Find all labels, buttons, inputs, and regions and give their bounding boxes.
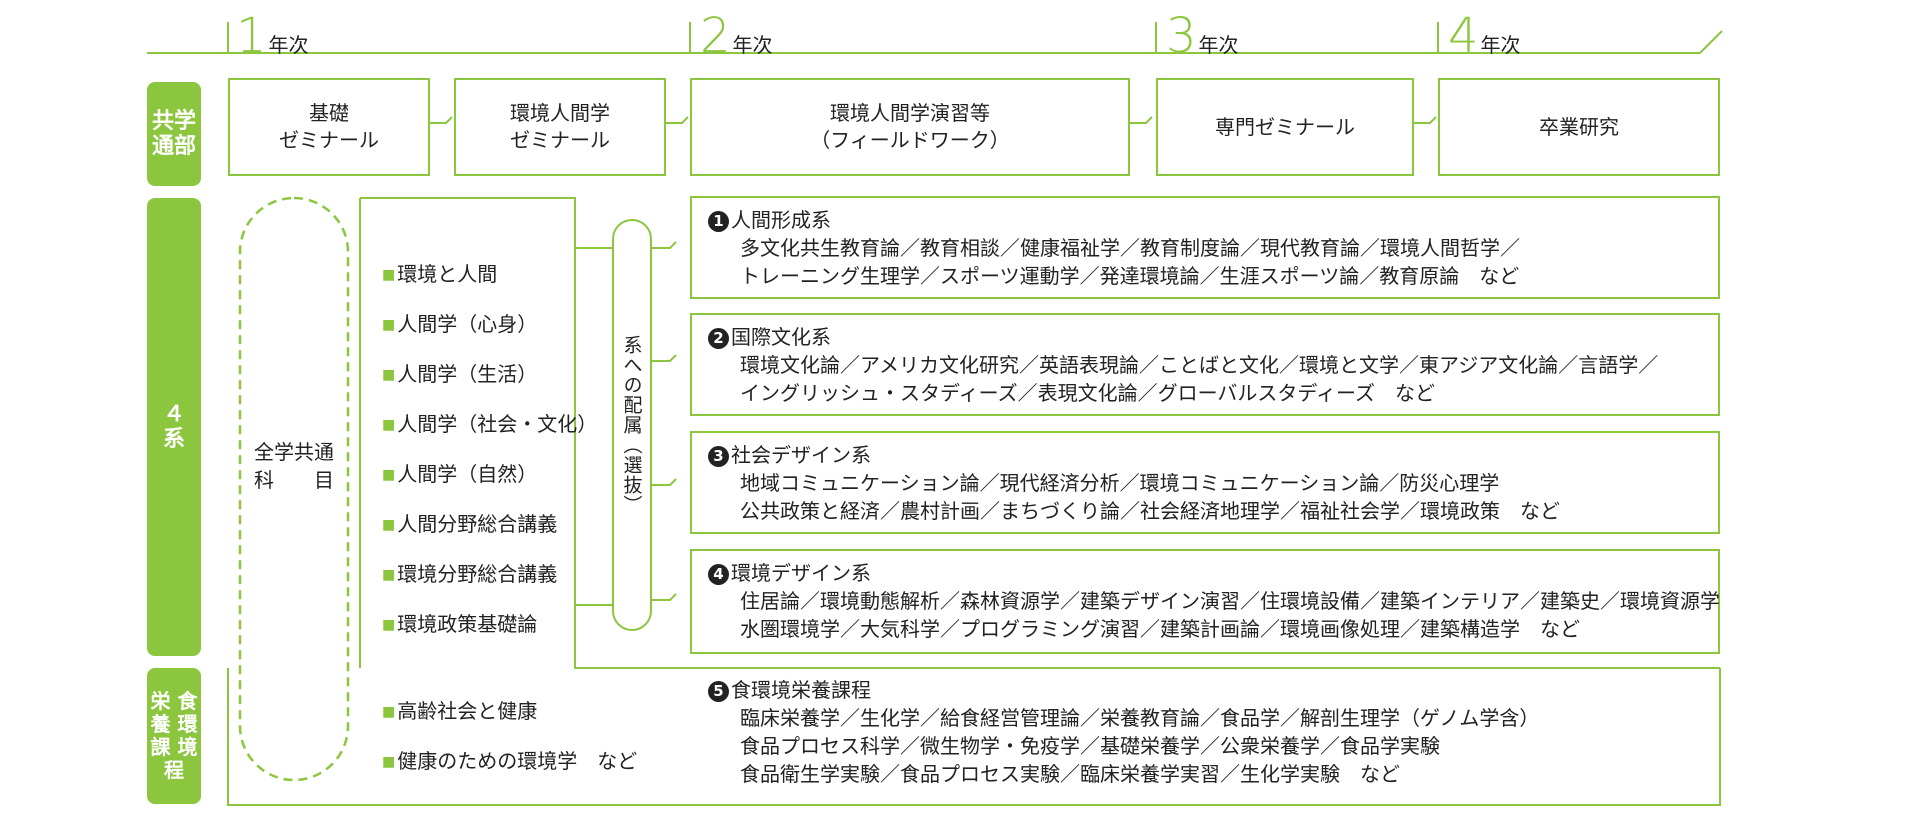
row-label-nutrition: 栄 食 養 環 課 境 程 [147, 668, 201, 804]
step-fieldwork: 環境人間学演習等 （フィールドワーク） [690, 78, 1130, 176]
category-title: 社会デザイン系 [731, 443, 871, 467]
subject-item: ■人間学（自然） [382, 462, 538, 486]
badge-number: 3 [708, 446, 729, 467]
step-env-human-seminar: 環境人間学 ゼミナール [454, 78, 666, 176]
category-title: 食環境栄養課程 [731, 678, 871, 702]
badge-number: 4 [708, 564, 729, 585]
badge-number: 1 [708, 211, 729, 232]
subject-item: ■環境と人間 [382, 262, 498, 286]
category-subjects-line: 地域コミュニケーション論／現代経済分析／環境コミュニケーション論／防災心理学 [740, 471, 1500, 495]
category-subjects-line: 環境文化論／アメリカ文化研究／英語表現論／ことばと文化／環境と文学／東アジア文化… [740, 353, 1659, 377]
step-basic-seminar: 基礎 ゼミナール [228, 78, 430, 176]
row-label-common: 共学 通部 [147, 82, 201, 186]
row-label-four-kei: ４ 系 [147, 198, 201, 656]
step-graduation-research: 卒業研究 [1438, 78, 1720, 176]
category-title: 国際文化系 [731, 325, 831, 349]
subject-item: ■人間分野総合講義 [382, 512, 558, 536]
category-subjects-line: トレーニング生理学／スポーツ運動学／発達環境論／生涯スポーツ論／教育原論 など [740, 264, 1520, 288]
subject-item: ■人間学（心身） [382, 312, 538, 336]
nutrition-subject-item: ■高齢社会と健康 [382, 699, 538, 723]
category-subjects-line: 食品プロセス科学／微生物学・免疫学／基礎栄養学／公衆栄養学／食品学実験 [740, 734, 1440, 758]
subject-item: ■環境分野総合講義 [382, 562, 558, 586]
category-subjects-line: イングリッシュ・スタディーズ／表現文化論／グローバルスタディーズ など [740, 381, 1435, 405]
badge-number: 2 [708, 328, 729, 349]
assignment-label: 系への配属（選抜） [620, 335, 643, 515]
category-title: 環境デザイン系 [731, 561, 871, 585]
category-subjects-line: 臨床栄養学／生化学／給食経営管理論／栄養教育論／食品学／解剖生理学（ゲノム学含） [740, 706, 1540, 730]
subject-item: ■環境政策基礎論 [382, 612, 538, 636]
category-title: 人間形成系 [731, 208, 831, 232]
category-subjects-line: 住居論／環境動態解析／森林資源学／建築デザイン演習／住環境設備／建築インテリア／… [740, 589, 1720, 613]
all-common-subjects-label: 全学共通 科 目 [254, 440, 334, 492]
nutrition-subject-item: ■健康のための環境学 など [382, 749, 638, 773]
category-subjects-line: 多文化共生教育論／教育相談／健康福祉学／教育制度論／現代教育論／環境人間哲学／ [740, 236, 1520, 260]
subject-item: ■人間学（生活） [382, 362, 538, 386]
badge-number: 5 [708, 681, 729, 702]
category-subjects-line: 公共政策と経済／農村計画／まちづくり論／社会経済地理学／福祉社会学／環境政策 な… [740, 499, 1560, 523]
category-subjects-line: 水圏環境学／大気科学／プログラミング演習／建築計画論／環境画像処理／建築構造学 … [740, 617, 1580, 641]
category-subjects-line: 食品衛生学実験／食品プロセス実験／臨床栄養学実習／生化学実験 など [740, 762, 1400, 786]
step-specialized-seminar: 専門ゼミナール [1156, 78, 1414, 176]
subject-item: ■人間学（社会・文化） [382, 412, 598, 436]
